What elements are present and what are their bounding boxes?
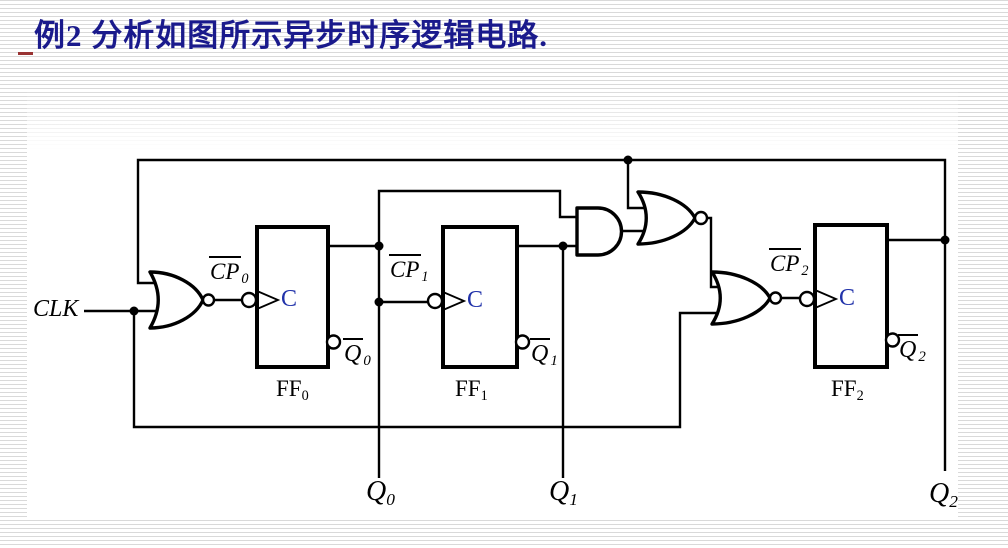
- label-q1: Q1: [549, 477, 578, 509]
- wires-group: [84, 158, 947, 478]
- label-q0-base: Q: [366, 476, 387, 507]
- junction-topline: [623, 155, 633, 165]
- label-ff1: FF1: [455, 376, 488, 404]
- label-cp1-base: CP: [389, 254, 422, 281]
- label-ff1-sub: 1: [480, 387, 488, 404]
- wire-top-to-nor2: [626, 160, 644, 210]
- label-q2: Q2: [929, 479, 958, 511]
- junction-ff1-q: [558, 241, 568, 251]
- clock-triangle-ff1: [442, 291, 467, 311]
- label-q1-base: Q: [549, 476, 570, 507]
- bubble-ff1-cp: [426, 292, 444, 310]
- inversion-bubbles: [201, 210, 901, 350]
- label-q0-sub: 0: [386, 489, 395, 509]
- page-title: 例2 分析如图所示异步时序逻辑电路.: [34, 18, 548, 53]
- clock-edge-symbols: [256, 289, 839, 311]
- nor-gate-clk: [148, 270, 205, 330]
- label-qbar0-sub: 0: [363, 353, 371, 370]
- bubble-nor1-out: [201, 293, 216, 307]
- label-c-ff0: C: [281, 286, 298, 312]
- wire-bottom-feedback: [132, 311, 720, 429]
- label-qbar2-base: Q: [898, 334, 919, 362]
- and-gate: [575, 206, 624, 257]
- label-qbar2-sub: 2: [918, 349, 926, 366]
- gates-group: [148, 190, 772, 330]
- label-ff0-sub: 0: [301, 387, 309, 404]
- label-ff2-sub: 2: [856, 387, 864, 404]
- bubble-ff0-qbar: [325, 334, 342, 350]
- label-cp1-sub: 1: [421, 268, 429, 285]
- junction-ff2-q: [940, 235, 950, 245]
- bubble-nor3-out: [768, 291, 783, 305]
- flipflop-boxes: [255, 223, 889, 369]
- label-cp0-base: CP: [209, 256, 242, 283]
- junction-clk: [129, 306, 139, 316]
- label-clk: CLK: [33, 296, 79, 322]
- label-q2-base: Q: [929, 478, 950, 509]
- label-q1-sub: 1: [569, 489, 578, 509]
- wire-nor2-to-nor3: [707, 216, 718, 289]
- label-cp2-sub: 2: [801, 262, 809, 279]
- bubble-nor2-out: [693, 210, 709, 226]
- wire-ff0-q-to-and: [377, 189, 582, 246]
- label-qbar1-base: Q: [530, 338, 551, 366]
- bubble-ff0-cp: [240, 291, 258, 309]
- background-fade: [27, 88, 958, 150]
- label-ff1-base: FF: [455, 376, 481, 401]
- label-ff2: FF2: [831, 376, 864, 404]
- label-q0: Q0: [366, 477, 395, 509]
- label-qbar1-sub: 1: [550, 353, 558, 370]
- label-cp0-sub: 0: [241, 270, 249, 287]
- junction-ff0-q: [374, 241, 384, 251]
- bubble-ff1-qbar: [514, 334, 531, 350]
- label-ff2-base: FF: [831, 376, 857, 401]
- bubble-ff2-cp: [798, 290, 816, 308]
- accent-dash: [18, 52, 33, 55]
- junction-dots: [129, 155, 950, 316]
- clock-triangle-ff2: [814, 289, 839, 309]
- clock-triangle-ff0: [256, 290, 281, 310]
- flipflop-ff2-box: [813, 223, 889, 369]
- label-c-ff1: C: [467, 287, 484, 313]
- bubble-ff2-qbar: [884, 332, 901, 348]
- label-ff0-base: FF: [276, 376, 302, 401]
- label-c-ff2: C: [839, 285, 856, 311]
- junction-cp1: [374, 297, 384, 307]
- label-cp2-base: CP: [769, 248, 802, 275]
- label-q2-sub: 2: [949, 491, 958, 511]
- wire-top-feedback: [136, 158, 947, 471]
- nor-gate-ff2: [710, 270, 772, 326]
- label-ff0: FF0: [276, 376, 309, 404]
- nor-gate-mid: [636, 190, 697, 246]
- label-qbar0-base: Q: [343, 338, 364, 366]
